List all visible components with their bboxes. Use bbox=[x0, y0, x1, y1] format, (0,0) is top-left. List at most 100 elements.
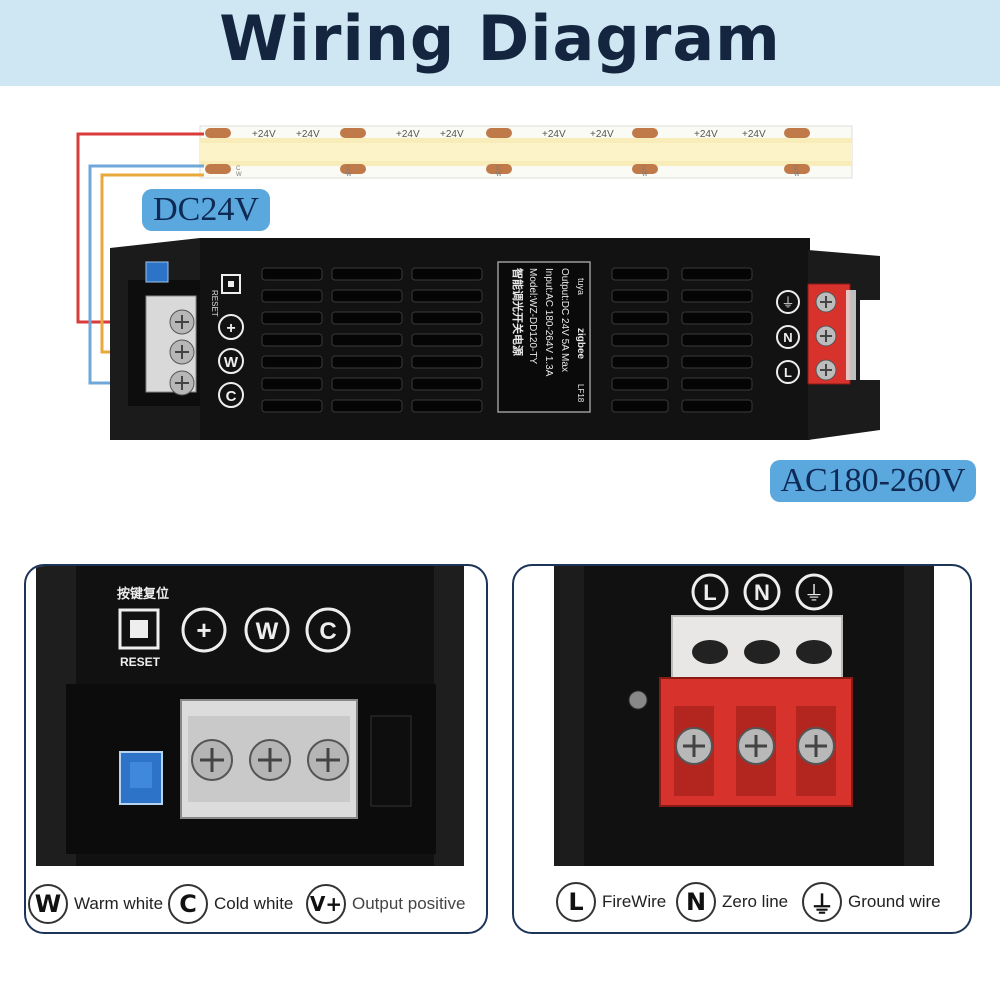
vent-slot bbox=[261, 333, 323, 347]
legend-warm-white-text: Warm white bbox=[74, 894, 164, 913]
legend-cold-white-text: Cold white bbox=[214, 894, 294, 913]
ground-icon: ⏚ bbox=[802, 882, 842, 922]
vent-slot bbox=[411, 311, 483, 325]
svg-text:tuya: tuya bbox=[576, 278, 586, 295]
vent-slot bbox=[261, 289, 323, 303]
vent-slot bbox=[331, 355, 403, 369]
output-positive-icon: V+ bbox=[306, 884, 346, 924]
strip-channel-label: C bbox=[496, 166, 501, 172]
vent-slot bbox=[411, 333, 483, 347]
vent-slot bbox=[611, 289, 669, 303]
svg-text:C: C bbox=[319, 618, 336, 645]
svg-text:W: W bbox=[256, 618, 279, 645]
legend-zero-line: N Zero line bbox=[676, 882, 788, 922]
vent-slot bbox=[331, 267, 403, 281]
output-closeup-panel: 按键复位 RESET + W C bbox=[24, 564, 488, 934]
strip-channel-label: W bbox=[346, 172, 352, 178]
neutral-wire-icon: N bbox=[676, 882, 716, 922]
strip-voltage-label: +24V bbox=[440, 129, 464, 140]
vent-slot bbox=[611, 399, 669, 413]
input-closeup-panel: L N ⏚ bbox=[512, 564, 972, 934]
legend-firewire: L FireWire bbox=[556, 882, 666, 922]
vent-slot bbox=[681, 355, 753, 369]
strip-channel-label: W bbox=[794, 172, 800, 178]
reset-button bbox=[145, 261, 169, 283]
live-wire-icon: L bbox=[556, 882, 596, 922]
vent-slot bbox=[261, 267, 323, 281]
vent-slot bbox=[261, 311, 323, 325]
left-terminal-screws bbox=[169, 309, 195, 396]
vent-slot bbox=[331, 333, 403, 347]
reset-label: RESET bbox=[210, 290, 219, 317]
strip-voltage-label: +24V bbox=[252, 129, 276, 140]
vent-slot bbox=[331, 289, 403, 303]
svg-text:LF18: LF18 bbox=[576, 384, 585, 403]
legend-cold-white: C Cold white bbox=[168, 884, 293, 924]
strip-pad bbox=[486, 128, 512, 138]
left-symbols: + W C bbox=[218, 314, 244, 408]
svg-text:⏚: ⏚ bbox=[804, 583, 824, 605]
dc-voltage-label: DC24V bbox=[142, 189, 270, 231]
vent-slot bbox=[611, 267, 669, 281]
wiring-diagram: +24V+24V+24V+24V+24V+24V+24V+24VCWCWCWCW… bbox=[76, 125, 880, 440]
svg-text:智能调光开关电源: 智能调光开关电源 bbox=[511, 268, 525, 356]
strip-voltage-label: +24V bbox=[296, 129, 320, 140]
legend-output-positive-text: Output positive bbox=[352, 894, 466, 913]
vent-slot bbox=[261, 377, 323, 391]
legend-warm-white: W Warm white bbox=[28, 884, 163, 924]
title-banner bbox=[0, 0, 1000, 86]
legend-output-positive: V+ Output positive bbox=[306, 884, 465, 924]
vent-slot bbox=[681, 267, 753, 281]
strip-voltage-label: +24V bbox=[694, 129, 718, 140]
legend-firewire-text: FireWire bbox=[602, 892, 667, 911]
strip-channel-label: C bbox=[346, 166, 351, 172]
strip-pad bbox=[340, 128, 366, 138]
page-title: Wiring Diagram bbox=[219, 2, 781, 75]
strip-pad bbox=[486, 164, 512, 174]
vent-slot bbox=[611, 333, 669, 347]
strip-pad bbox=[632, 128, 658, 138]
vent-slot bbox=[681, 333, 753, 347]
led-strip: +24V+24V+24V+24V+24V+24V+24V+24VCWCWCWCW… bbox=[199, 125, 853, 179]
vent-slot bbox=[261, 399, 323, 413]
svg-text:Input:AC 180-264V 1.3A: Input:AC 180-264V 1.3A bbox=[543, 268, 554, 377]
power-supply: RESET + W C 智能调光开关电源 Model:WZ-DD120-TY bbox=[110, 238, 880, 440]
label-plate: 智能调光开关电源 Model:WZ-DD120-TY Input:AC 180-… bbox=[497, 261, 591, 413]
strip-voltage-label: +24V bbox=[396, 129, 420, 140]
output-closeup-photo: 按键复位 RESET + W C bbox=[36, 566, 464, 866]
svg-text:zigbee: zigbee bbox=[575, 328, 586, 360]
svg-text:L: L bbox=[784, 365, 792, 380]
strip-channel-label: W bbox=[236, 172, 242, 178]
svg-text:RESET: RESET bbox=[120, 655, 161, 669]
input-closeup-photo: L N ⏚ bbox=[554, 566, 934, 866]
vent-slot bbox=[261, 355, 323, 369]
warm-white-icon: W bbox=[28, 884, 68, 924]
strip-pad bbox=[340, 164, 366, 174]
svg-text:Model:WZ-DD120-TY: Model:WZ-DD120-TY bbox=[527, 268, 538, 364]
strip-pad bbox=[205, 128, 231, 138]
vent-slot bbox=[611, 377, 669, 391]
vent-slot bbox=[611, 355, 669, 369]
svg-text:L: L bbox=[703, 580, 716, 605]
legend-ground-wire-text: Ground wire bbox=[848, 892, 941, 911]
legend-ground-wire: ⏚ Ground wire bbox=[802, 882, 941, 922]
strip-voltage-label: +24V bbox=[590, 129, 614, 140]
strip-channel-label: C bbox=[642, 166, 647, 172]
vent-slot bbox=[331, 377, 403, 391]
svg-text:+: + bbox=[226, 320, 235, 337]
strip-channel-label: C bbox=[794, 166, 799, 172]
strip-pad bbox=[784, 164, 810, 174]
right-symbols: ⏚ N L bbox=[776, 290, 800, 384]
svg-text:⏚: ⏚ bbox=[781, 295, 794, 310]
strip-voltage-label: +24V bbox=[742, 129, 766, 140]
strip-channel-label: W bbox=[642, 172, 648, 178]
strip-channel-label: C bbox=[236, 166, 241, 172]
vent-slot bbox=[411, 399, 483, 413]
vent-slot bbox=[411, 267, 483, 281]
vent-slot bbox=[611, 311, 669, 325]
vent-slot bbox=[681, 399, 753, 413]
ac-voltage-label: AC180-260V bbox=[770, 460, 976, 502]
vent-slot bbox=[681, 289, 753, 303]
strip-pad bbox=[784, 128, 810, 138]
vent-slot bbox=[411, 289, 483, 303]
